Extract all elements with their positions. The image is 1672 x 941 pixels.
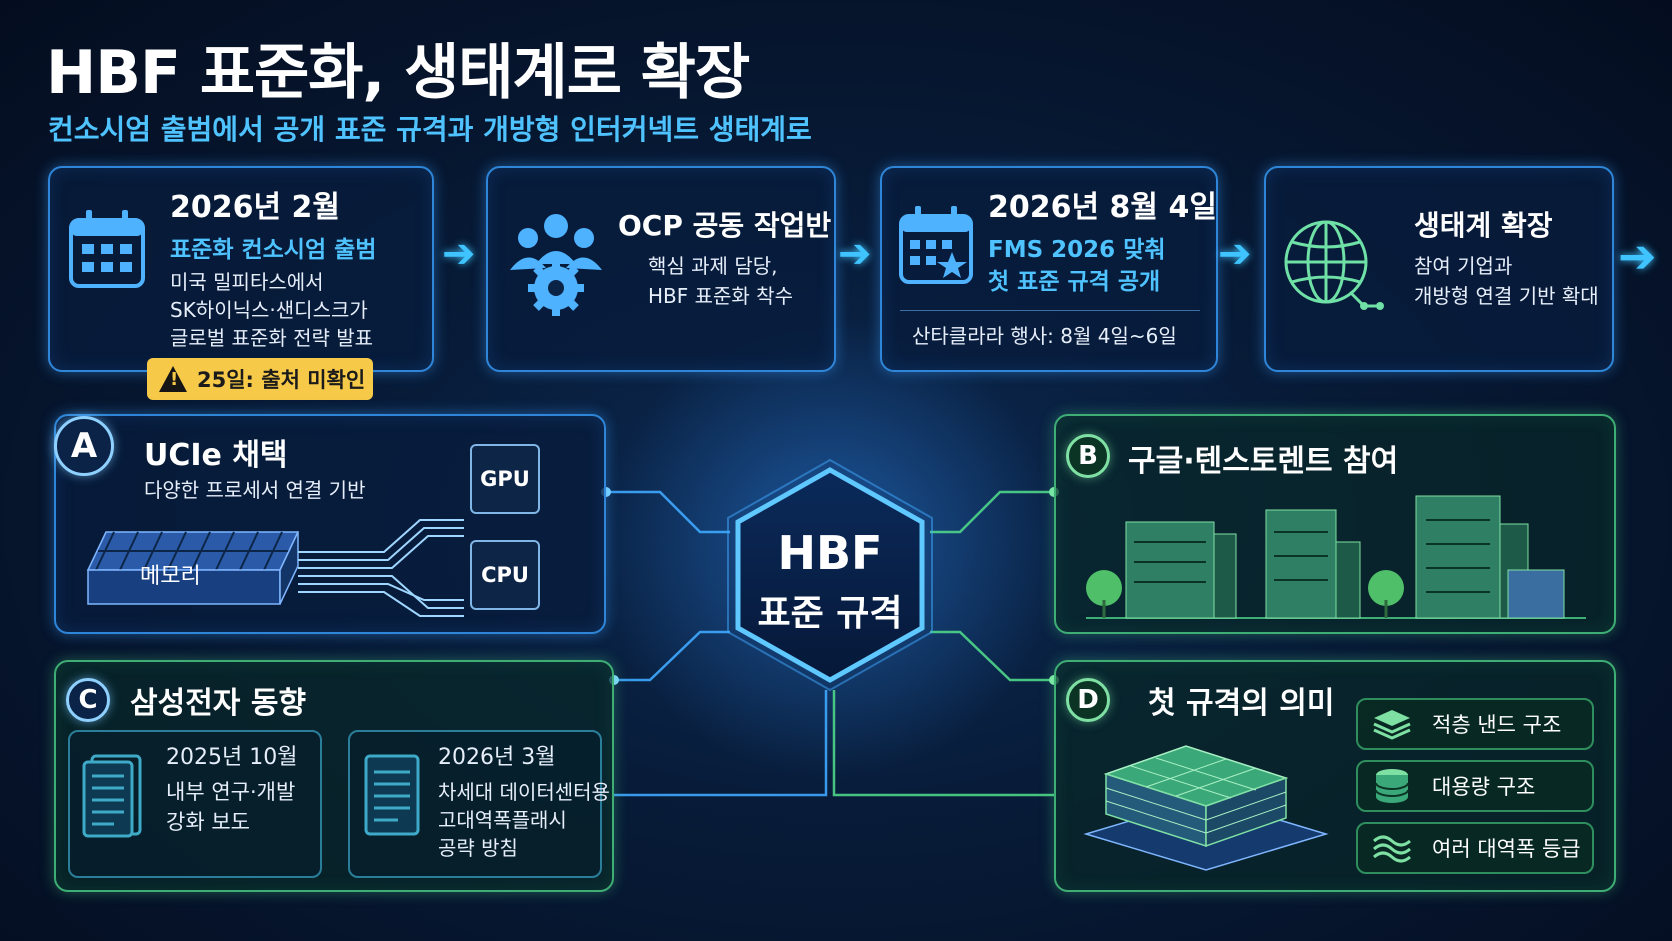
timeline-line: SK하이닉스·샌디스크가 (170, 298, 368, 322)
buildings-icon (1086, 495, 1586, 619)
wave-lines-icon (1373, 835, 1411, 863)
hexagon-core (735, 467, 925, 683)
section-badge: D (1066, 678, 1110, 722)
cpu-chip: CPU (470, 540, 540, 610)
warning-icon (159, 366, 187, 392)
feature-label: 대용량 구조 (1432, 775, 1536, 799)
timeline-heading: 생태계 확장 (1414, 209, 1553, 242)
section-badge: A (54, 416, 114, 476)
timeline-line: 글로벌 표준화 전략 발표 (170, 326, 374, 350)
memory-label: 메모리 (140, 564, 201, 589)
timeline-card-consortium: 2026년 2월 표준화 컨소시엄 출범 미국 밀피타스에서 SK하이닉스·샌디… (48, 166, 434, 372)
timeline-card-fms: 2026년 8월 4일 FMS 2026 맞춰 첫 표준 규격 공개 산타클라라… (880, 166, 1218, 372)
timeline-line: 미국 밀피타스에서 (170, 270, 324, 294)
news-card: 2025년 10월 내부 연구·개발 강화 보도 (68, 730, 322, 878)
divider (900, 310, 1200, 311)
page-title: HBF 표준화, 생태계로 확장 (46, 38, 750, 108)
timeline-date: 2026년 2월 (170, 190, 341, 225)
news-line: 고대역폭플래시 (438, 808, 567, 832)
stacked-layers-icon (1373, 710, 1411, 740)
calendar-icon (69, 210, 145, 288)
section-b-card: B 구글·텐스토렌트 참여 (1054, 414, 1616, 634)
news-line: 차세대 데이터센터용 (438, 780, 610, 804)
news-line: 강화 보도 (166, 810, 250, 834)
arrow-right-icon: ➔ (838, 231, 872, 277)
section-a-card: A UCIe 채택 다양한 프로세서 연결 기반 메모리 GPU CPU (54, 414, 606, 634)
news-date: 2025년 10월 (166, 745, 298, 770)
timeline-card-ecosystem: 생태계 확장 참여 기업과 개방형 연결 기반 확대 (1264, 166, 1614, 372)
stacked-nand-illustration (1083, 745, 1329, 871)
warning-badge: 25일: 출처 미확인 (147, 358, 373, 400)
arrow-right-icon: ➔ (1218, 231, 1252, 277)
timeline-line: 개방형 연결 기반 확대 (1414, 284, 1599, 308)
calendar-star-icon (899, 206, 973, 284)
globe-network-icon (1284, 220, 1384, 310)
event-note: 산타클라라 행사: 8월 4일~6일 (912, 324, 1177, 348)
document-icon (364, 754, 420, 836)
warning-text: 25일: 출처 미확인 (197, 368, 366, 392)
feature-pill: 여러 대역폭 등급 (1356, 822, 1594, 874)
arrow-right-icon: ➔ (1618, 229, 1657, 283)
feature-label: 여러 대역폭 등급 (1432, 837, 1581, 861)
feature-label: 적층 낸드 구조 (1432, 713, 1562, 737)
center-subtitle: 표준 규격 (757, 593, 903, 634)
timeline-subtitle: 표준화 컨소시엄 출범 (170, 237, 377, 263)
timeline-subtitle: 첫 표준 규격 공개 (988, 269, 1161, 295)
timeline-card-ocp: OCP 공동 작업반 핵심 과제 담당, HBF 표준화 착수 (486, 166, 836, 372)
news-line: 공략 방침 (438, 836, 518, 860)
timeline-subtitle: FMS 2026 맞춰 (988, 237, 1166, 263)
section-badge: B (1066, 434, 1110, 478)
section-title: 첫 규격의 의미 (1148, 686, 1335, 721)
feature-pill: 대용량 구조 (1356, 760, 1594, 812)
arrow-right-icon: ➔ (442, 231, 476, 277)
team-gear-icon (510, 214, 602, 316)
section-title: 구글·텐스토렌트 참여 (1128, 444, 1399, 479)
center-title: HBF (777, 526, 883, 580)
gpu-chip: GPU (470, 444, 540, 514)
section-c-card: C 삼성전자 동향 2025년 10월 내부 연구·개발 강화 보도 2026년… (54, 660, 614, 892)
news-line: 내부 연구·개발 (166, 780, 296, 804)
feature-pill: 적층 낸드 구조 (1356, 698, 1594, 750)
timeline-line: HBF 표준화 착수 (648, 284, 793, 308)
document-icon (82, 754, 142, 838)
timeline-date: 2026년 8월 4일 (988, 190, 1217, 225)
section-subtitle: 다양한 프로세서 연결 기반 (144, 478, 366, 502)
database-icon (1375, 769, 1409, 803)
timeline-line: 핵심 과제 담당, (648, 254, 778, 278)
page-subtitle: 컨소시엄 출범에서 공개 표준 규격과 개방형 인터커넥트 생태계로 (48, 113, 812, 146)
timeline-line: 참여 기업과 (1414, 254, 1513, 278)
section-badge: C (66, 678, 110, 722)
memory-connection-illustration (86, 519, 464, 617)
news-card: 2026년 3월 차세대 데이터센터용 고대역폭플래시 공략 방침 (348, 730, 610, 878)
section-title: UCIe 채택 (144, 438, 288, 473)
section-title: 삼성전자 동향 (130, 686, 307, 721)
timeline-heading: OCP 공동 작업반 (618, 209, 832, 242)
news-date: 2026년 3월 (438, 745, 556, 770)
